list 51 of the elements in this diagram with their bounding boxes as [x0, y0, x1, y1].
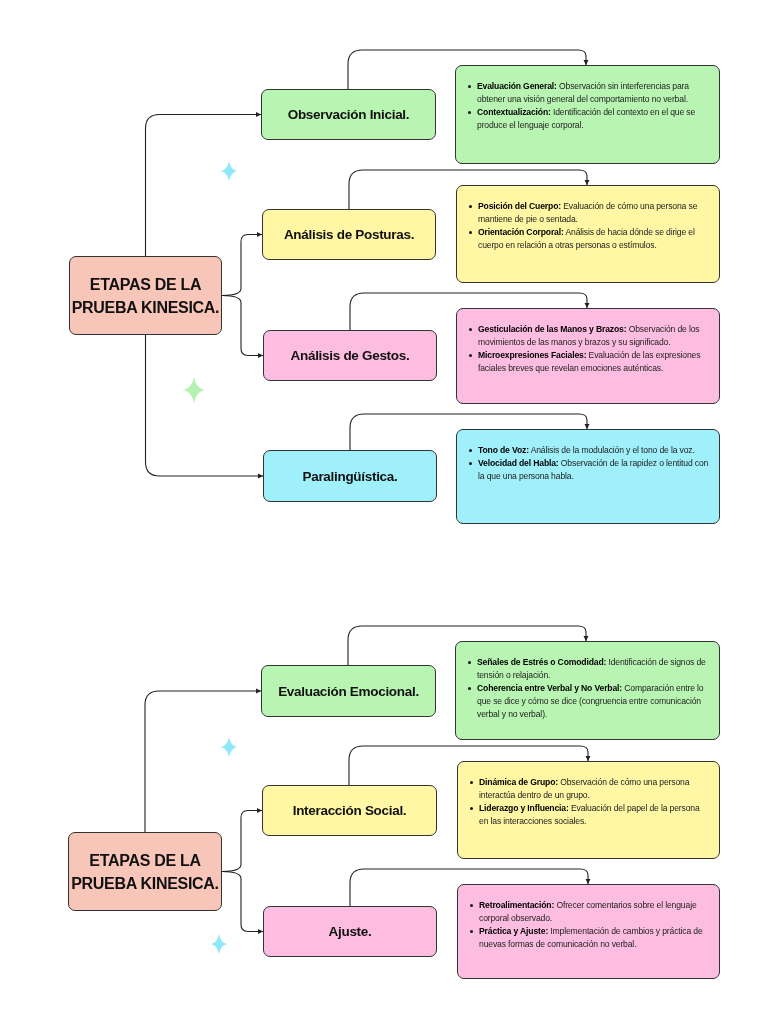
connector-arrow — [349, 413, 590, 451]
connector-arrow — [349, 292, 590, 331]
detail-box — [456, 429, 720, 524]
stage-box — [262, 209, 436, 260]
bullet-text: Señales de Estrés o Comodidad: Identificación de signos de tensión o relajación. — [477, 656, 707, 682]
connector-arrow — [221, 870, 264, 935]
bullet-text: Microexpresiones Faciales: Evaluación de las expresiones faciales breves que revelan emociones auténticas. — [478, 349, 702, 375]
connector-arrow — [221, 294, 264, 359]
connector-arrow — [144, 334, 264, 479]
stage-title: Análisis de Posturas. — [282, 227, 416, 242]
connector-arrow — [348, 745, 591, 786]
detail-box — [457, 884, 720, 979]
stage-box — [263, 450, 437, 502]
detail-box — [455, 641, 720, 740]
stage-box — [263, 906, 437, 957]
bullet-text: Tono de Voz: Análisis de la modulación y el tono de la voz. — [478, 444, 695, 457]
root-box — [68, 832, 222, 911]
bullet-text: Posición del Cuerpo: Evaluación de cómo una persona se mantiene de pie o sentada. — [478, 200, 699, 226]
bullet-text: Evaluación General: Observación sin interferencias para obtener una visión general del comportamiento no verbal. — [477, 80, 690, 106]
bullet-text: Práctica y Ajuste: Implementación de cambios y práctica de nuevas formas de comunicación no verbal. — [479, 925, 704, 951]
bullet-text: Coherencia entre Verbal y No Verbal: Comparación entre lo que se dice y cómo se dice (congruencia entre comunicación verbal y no verbal). — [477, 682, 705, 721]
stage-box — [262, 785, 437, 836]
detail-box — [456, 185, 720, 283]
connector-arrow — [349, 868, 591, 907]
stage-box — [261, 665, 436, 717]
root-title: ETAPAS DE LA PRUEBA KINESICA. — [70, 274, 221, 318]
root-box — [69, 256, 222, 335]
stage-title: Interacción Social. — [291, 803, 408, 818]
bullet-text: Orientación Corporal: Análisis de hacia dónde se dirige el cuerpo en relación a otras personas o estímulos. — [478, 226, 696, 252]
connector-arrow — [144, 688, 262, 833]
bullet-text: Velocidad del Habla: Observación de la rapidez o lentitud con la que una persona habla. — [478, 457, 709, 483]
bullet-text: Dinámica de Grupo: Observación de cómo una persona interactúa dentro de un grupo. — [479, 776, 691, 802]
stage-title: Paralingüística. — [301, 468, 399, 484]
bullet-text: Contextualización: Identificación del contexto en el que se produce el lenguaje corporal. — [477, 106, 697, 132]
connector-arrow — [348, 169, 590, 210]
detail-box — [456, 308, 720, 404]
stage-title: Observación Inicial. — [286, 107, 411, 122]
connector-arrow — [144, 111, 262, 257]
root-title: ETAPAS DE LA PRUEBA KINESICA. — [70, 850, 220, 894]
detail-box — [455, 65, 720, 164]
stage-title: Análisis de Gestos. — [289, 348, 411, 363]
connector-arrow — [347, 49, 589, 90]
stage-box — [261, 89, 436, 140]
bullet-text: Liderazgo y Influencia: Evaluación del papel de la persona en las interacciones sociales. — [479, 802, 701, 828]
bullet-text: Retroalimentación: Ofrecer comentarios sobre el lenguaje corporal observado. — [479, 899, 698, 925]
stage-title: Ajuste. — [327, 924, 373, 939]
detail-box — [457, 761, 720, 859]
stage-title: Evaluación Emocional. — [277, 683, 420, 699]
bullet-text: Gesticulación de las Manos y Brazos: Observación de los movimientos de las manos y brazos y su significado. — [478, 323, 701, 349]
stage-box — [263, 330, 437, 381]
connector-arrow — [347, 625, 589, 666]
